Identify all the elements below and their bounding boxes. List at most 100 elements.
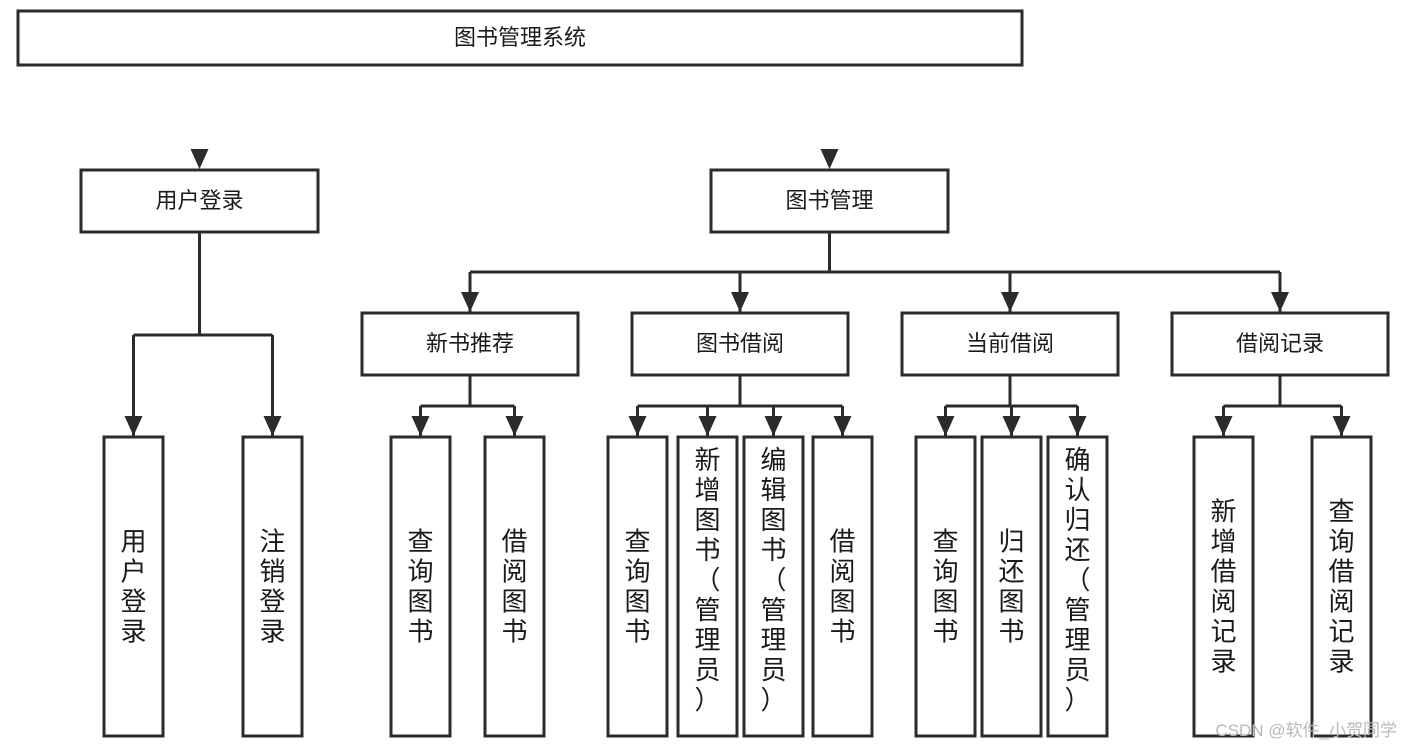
node-label-char: 还	[1064, 535, 1090, 565]
node-label-char: 用	[120, 527, 146, 557]
node-label: 借阅记录	[1236, 331, 1324, 356]
node-label-char: 记	[1328, 617, 1354, 647]
node-label-char: 查	[624, 527, 650, 557]
node-box	[900, 311, 1120, 377]
node-label: 图书借阅	[696, 331, 784, 356]
node-box	[1310, 435, 1373, 738]
node-label-char: 员	[1064, 655, 1090, 685]
node-label-char: 查	[932, 527, 958, 557]
node-label-char: 阅	[1328, 587, 1354, 617]
node-label-char: 员	[760, 655, 786, 685]
node-label-char: 管	[1064, 595, 1090, 625]
node-label-char: 书	[998, 617, 1024, 647]
node-label-char: 书	[932, 617, 958, 647]
node-label-char: 图	[829, 587, 855, 617]
node-box	[914, 435, 977, 738]
arrow-head-icon	[698, 416, 717, 436]
node-label-char: 理	[1064, 625, 1090, 655]
node-label-char: 员	[694, 655, 720, 685]
node-label-char: 图	[624, 587, 650, 617]
node-label-char: 阅	[829, 557, 855, 587]
arrow-head-icon	[764, 416, 783, 436]
node-label-char: 图	[998, 587, 1024, 617]
node-label-char: ）	[760, 685, 786, 715]
node-label-char: 理	[694, 625, 720, 655]
node-label-char: 书	[694, 535, 720, 565]
node-label-char: 归	[1064, 505, 1090, 535]
node-box	[606, 435, 669, 738]
level3-node-current-borrow[interactable]: 当前借阅	[900, 311, 1120, 377]
node-label: 新书推荐	[426, 331, 514, 356]
node-label-char: 增	[1210, 527, 1236, 557]
node-label-char: 登	[120, 587, 146, 617]
node-box	[1192, 435, 1255, 738]
node-label: 用户登录	[155, 188, 243, 213]
level2-node-book-management[interactable]: 图书管理	[709, 168, 950, 234]
node-box	[16, 9, 1024, 67]
arrow-head-icon	[411, 416, 430, 436]
node-label-char: 认	[1064, 475, 1090, 505]
node-label-char: 书	[407, 617, 433, 647]
arrow-head-icon	[820, 149, 839, 169]
node-box	[709, 168, 950, 234]
node-box	[1046, 435, 1109, 738]
leaf-node-leaf-user-login[interactable]: 用户登录	[102, 435, 165, 738]
level3-node-borrow-records[interactable]: 借阅记录	[1170, 311, 1390, 377]
node-label: 当前借阅	[966, 331, 1054, 356]
arrow-head-icon	[1332, 416, 1351, 436]
arrow-head-icon	[936, 416, 955, 436]
node-label-char: 理	[760, 625, 786, 655]
node-label-char: 询	[932, 557, 958, 587]
level3-node-book-borrow[interactable]: 图书借阅	[630, 311, 850, 377]
node-box	[630, 311, 850, 377]
node-label-char: 辑	[760, 475, 786, 505]
node-label-char: 确	[1064, 445, 1090, 475]
arrow-head-icon	[1214, 416, 1233, 436]
node-label-char: 管	[760, 595, 786, 625]
node-label: 图书管理系统	[454, 25, 586, 50]
level2-node-user-login[interactable]: 用户登录	[79, 168, 320, 234]
node-label-char: ）	[694, 685, 720, 715]
node-label-char: 销	[259, 557, 285, 587]
node-label-char: （	[1064, 565, 1090, 595]
node-box	[79, 168, 320, 234]
node-label-char: （	[760, 565, 786, 595]
node-label-char: 图	[501, 587, 527, 617]
node-label-char: 查	[407, 527, 433, 557]
arrow-head-icon	[731, 292, 749, 312]
node-box	[241, 435, 304, 738]
node-label-char: 书	[501, 617, 527, 647]
node-label-char: 编	[760, 445, 786, 475]
node-label-char: 查	[1328, 497, 1354, 527]
node-label-char: 录	[120, 617, 146, 647]
node-label: 图书管理	[785, 188, 873, 213]
node-box	[389, 435, 452, 738]
arrow-head-icon	[124, 416, 143, 436]
node-label-char: 借	[1210, 557, 1236, 587]
node-label-char: 户	[120, 557, 146, 587]
node-label-char: 管	[694, 595, 720, 625]
node-label-char: 借	[501, 527, 527, 557]
level3-node-new-book-recommend[interactable]: 新书推荐	[360, 311, 580, 377]
arrow-head-icon	[505, 416, 524, 436]
node-box	[360, 311, 580, 377]
node-label-char: 还	[998, 557, 1024, 587]
node-label-char: 询	[1328, 527, 1354, 557]
node-box	[811, 435, 874, 738]
node-box	[980, 435, 1043, 738]
node-label-char: 询	[407, 557, 433, 587]
root-node-root[interactable]: 图书管理系统	[16, 9, 1024, 67]
